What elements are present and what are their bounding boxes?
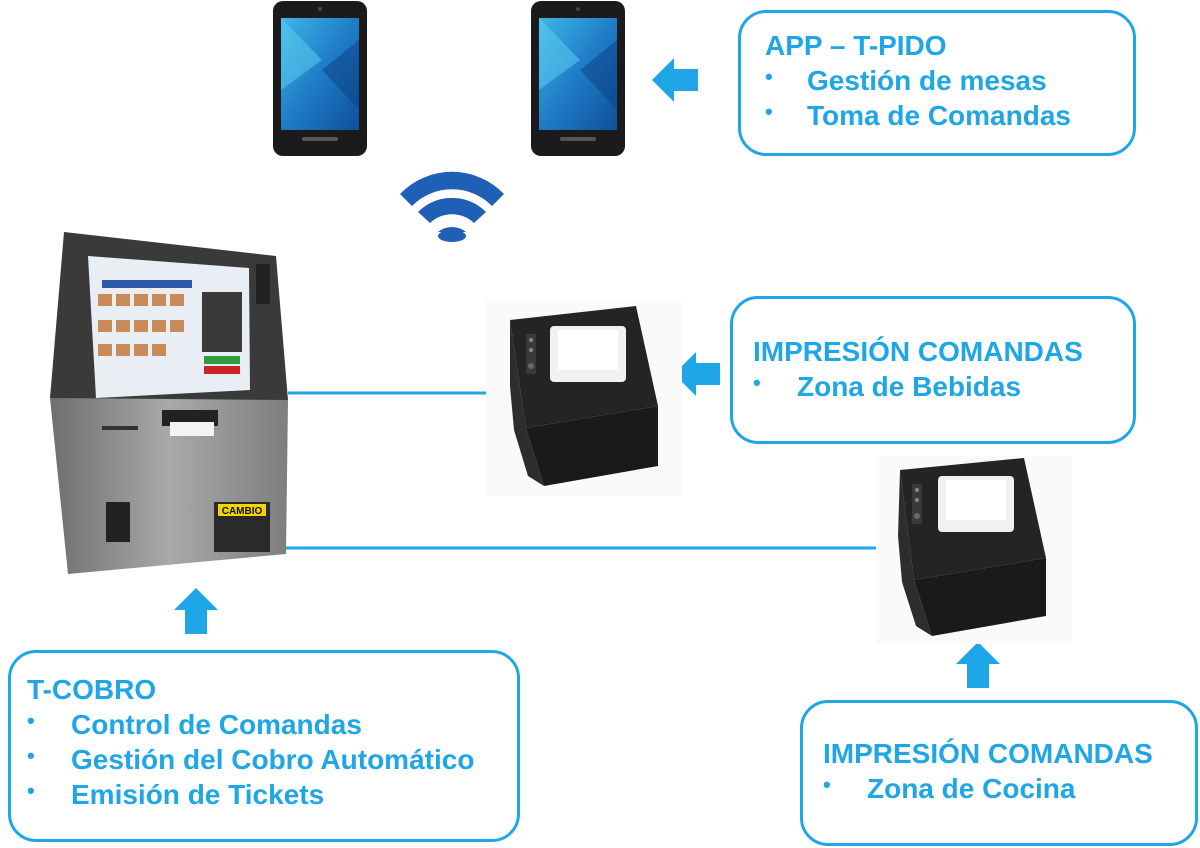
feature-list: •Zona de Cocina (823, 771, 1195, 806)
list-item: •Toma de Comandas (765, 98, 1071, 131)
list-item: •Zona de Bebidas (753, 369, 1022, 402)
list-item: •Gestión de mesas (765, 63, 1047, 96)
box-title: IMPRESIÓN COMANDAS (823, 738, 1153, 769)
printer-bebidas (486, 300, 682, 496)
payment-kiosk: CAMBIO (50, 232, 288, 574)
t-cobro-box: T-COBRO •Control de Comandas •Gestión de… (8, 650, 520, 842)
cambio-label: CAMBIO (222, 506, 263, 517)
list-item: •Control de Comandas (27, 707, 362, 740)
arrow-left-icon (674, 352, 720, 396)
list-item: •Zona de Cocina (823, 771, 1076, 804)
feature-list: •Gestión de mesas •Toma de Comandas (765, 63, 1133, 133)
list-item: •Emisión de Tickets (27, 777, 325, 810)
app-t-pido-box: APP – T-PIDO •Gestión de mesas •Toma de … (738, 10, 1136, 156)
box-title: T-COBRO (27, 674, 157, 705)
list-item: •Gestión del Cobro Automático (27, 742, 475, 775)
printer-cocina (876, 456, 1072, 644)
tablet-1 (273, 1, 367, 156)
arrow-up-icon (956, 642, 1000, 688)
wifi-icon (400, 171, 504, 242)
arrow-up-icon (174, 588, 218, 634)
feature-list: •Control de Comandas •Gestión del Cobro … (27, 707, 517, 812)
impresion-cocina-box: IMPRESIÓN COMANDAS •Zona de Cocina (800, 700, 1198, 846)
arrow-left-icon (652, 58, 698, 102)
box-title: APP – T-PIDO (765, 30, 947, 61)
feature-list: •Zona de Bebidas (753, 369, 1133, 404)
box-title: IMPRESIÓN COMANDAS (753, 336, 1083, 367)
tablet-2 (531, 1, 625, 156)
impresion-bebidas-box: IMPRESIÓN COMANDAS •Zona de Bebidas (730, 296, 1136, 444)
